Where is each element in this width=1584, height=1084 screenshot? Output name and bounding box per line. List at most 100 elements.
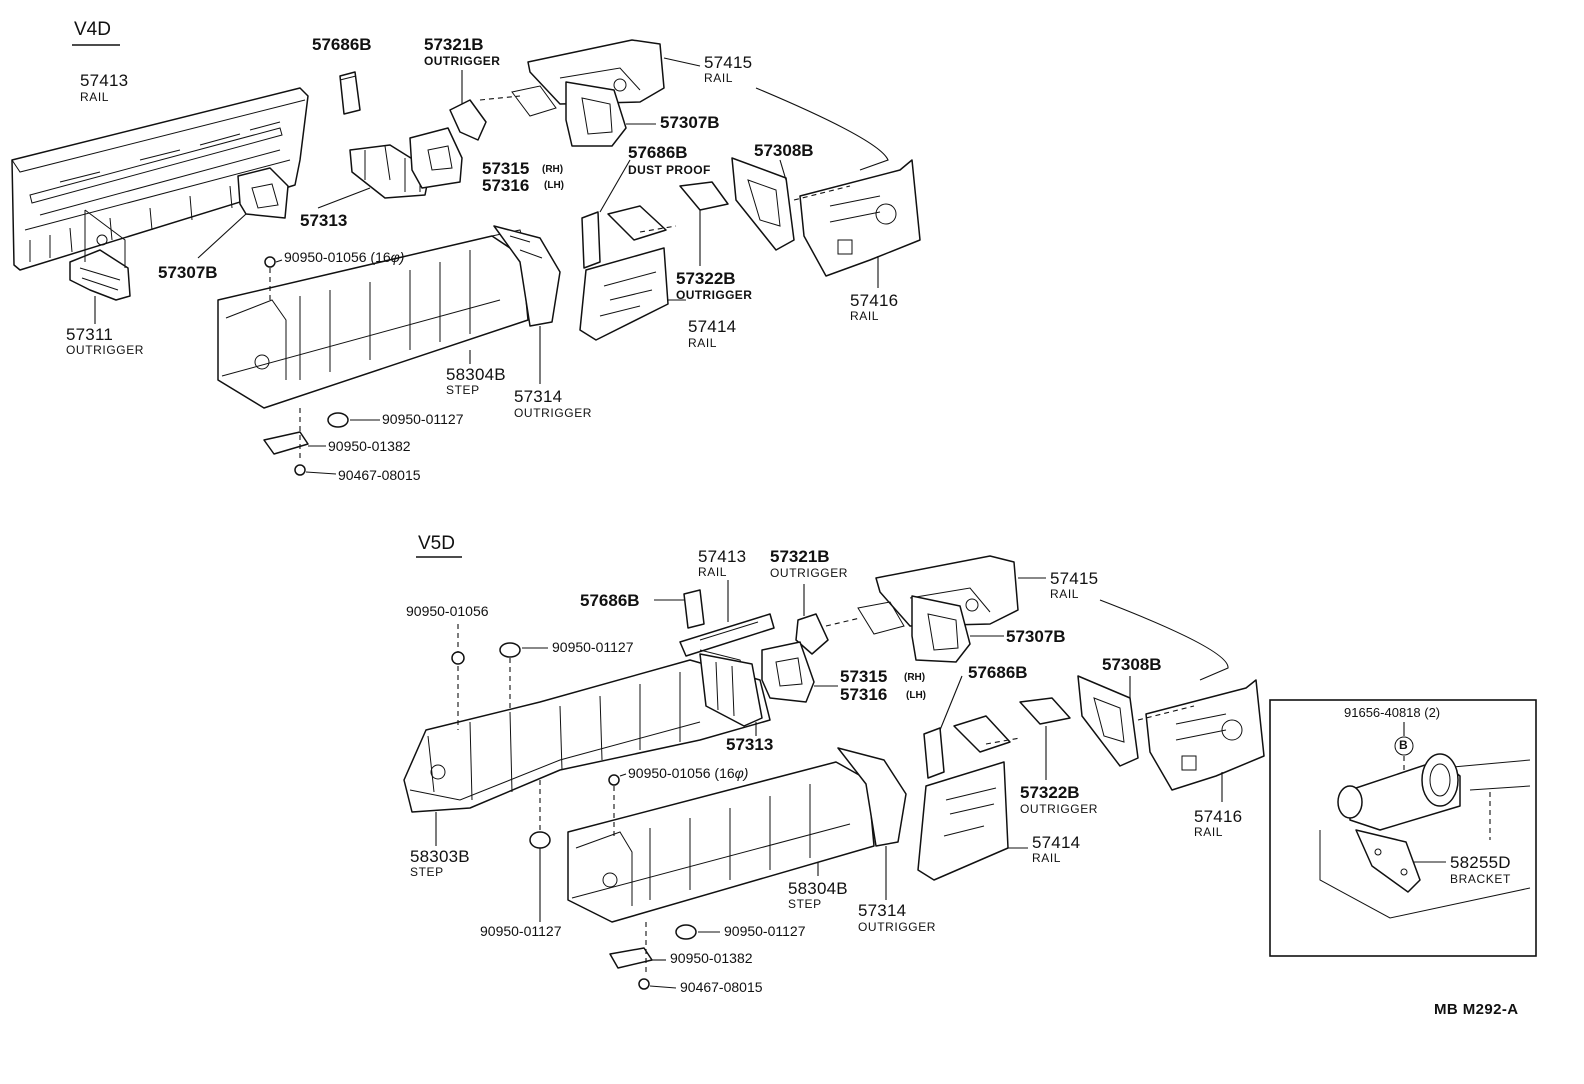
label-57415-v4d: 57415: [704, 53, 753, 72]
label-57315-v4d: 57315: [482, 159, 530, 178]
part-57321b-v5d: [795, 613, 829, 655]
label-58303b-v5d: 58303B: [410, 847, 470, 866]
cover-90950-01382-v4d: [263, 431, 309, 455]
label-90950-01382-v5d: 90950-01382: [670, 950, 753, 966]
label-57321b-v5d: 57321B: [770, 547, 830, 566]
label-58304b-v4d: 58304B: [446, 365, 506, 384]
label-90950-01056-16-v4d: 90950-01056 (16φ): [284, 250, 404, 264]
part-57686b-right-v5d: [923, 727, 945, 779]
bracket-58255d-drawing: [1319, 753, 1531, 919]
plug-90950-01127-right-v5d: [675, 924, 697, 940]
label-57686b-right-v5d: 57686B: [968, 663, 1028, 682]
sublabel-57322b-v5d: OUTRIGGER: [1020, 802, 1099, 816]
label-57686b-left-v5d: 57686B: [580, 591, 640, 610]
label-57322b-v5d: 57322B: [1020, 783, 1080, 802]
label-57313-v4d: 57313: [300, 211, 348, 230]
section-label-v4d: V4D: [74, 19, 111, 40]
label-57311-v4d: 57311: [66, 325, 114, 344]
plug-90950-01056-v4d: [264, 256, 276, 268]
label-90467-08015-v4d: 90467-08015: [338, 467, 421, 483]
label-phi-v4d: φ): [390, 249, 405, 265]
sublabel-57322b-v4d: OUTRIGGER: [676, 288, 753, 302]
section-label-v5d: V5D: [418, 533, 455, 554]
plug-90950-01056-16-v5d: [608, 774, 620, 786]
part-57686b-top-v4d: [339, 71, 361, 115]
label-57413-v5d: 57413: [698, 547, 747, 566]
label-57415-v5d: 57415: [1050, 569, 1099, 588]
label-57308b-v5d: 57308B: [1102, 655, 1162, 674]
label-phi-v5d: φ): [734, 765, 749, 781]
label-57416-v5d: 57416: [1194, 807, 1243, 826]
part-57313-v4d: [349, 144, 431, 199]
label-90950-01056-16-v5d: 90950-01056 (16φ): [628, 766, 748, 780]
sublabel-58304b-v4d: STEP: [446, 383, 480, 397]
plug-90950-01127-top-v5d: [499, 642, 521, 658]
step-58304b-v4d: [217, 229, 529, 409]
label-90467-08015-v5d: 90467-08015: [680, 979, 763, 995]
part-57322b-v5d: [953, 697, 1071, 753]
rail-57415-v4d: [511, 39, 665, 117]
sublabel-57416-v4d: RAIL: [850, 309, 880, 323]
sublabel-58255d: BRACKET: [1450, 872, 1511, 886]
label-90950-01056-v5d: 90950-01056: [406, 603, 489, 619]
outrigger-57314-v4d: [493, 225, 561, 327]
bolt-90467-08015-v5d: [638, 978, 650, 990]
label-57316-v4d: 57316: [482, 176, 530, 195]
sublabel-57416-v5d: RAIL: [1194, 825, 1224, 839]
side-rh-v5d: (RH): [904, 672, 926, 683]
step-58303b-v5d: [403, 649, 771, 813]
part-57686b-dust-v4d: [581, 211, 601, 269]
callout-b-letter: B: [1399, 738, 1408, 752]
label-57686b-dust-v4d: 57686B: [628, 143, 688, 162]
rail-57413-v4d: [11, 87, 309, 271]
plug-90950-01127-v4d: [327, 412, 349, 428]
part-57321b-v4d: [449, 99, 487, 141]
label-90950-01056-16-v5d-text: 90950-01056 (16: [628, 765, 735, 781]
label-57316-v5d: 57316: [840, 685, 888, 704]
sublabel-57314-v5d: OUTRIGGER: [858, 920, 937, 934]
sublabel-57321b-v4d: OUTRIGGER: [424, 54, 501, 68]
label-57416-v4d: 57416: [850, 291, 899, 310]
label-90950-01056-16-v4d-text: 90950-01056 (16: [284, 249, 391, 265]
label-90950-01127-right-v5d: 90950-01127: [724, 923, 806, 939]
sublabel-57321b-v5d: OUTRIGGER: [770, 566, 849, 580]
label-90950-01127-top-v5d: 90950-01127: [552, 639, 634, 655]
plug-90950-01127-left-v5d: [529, 831, 551, 849]
sublabel-58304b-v5d: STEP: [788, 897, 822, 911]
outrigger-57311-v4d: [69, 209, 131, 301]
part-57307b-v5d: [911, 595, 971, 663]
part-57315-57316-v4d: [409, 127, 463, 189]
label-57314-v4d: 57314: [514, 387, 563, 406]
label-57313-v5d: 57313: [726, 735, 774, 754]
label-57307b-v5d: 57307B: [1006, 627, 1066, 646]
label-57307b-right-v4d: 57307B: [660, 113, 720, 132]
label-90950-01127-v4d: 90950-01127: [382, 411, 464, 427]
part-57313-v5d: [699, 653, 763, 727]
sublabel-57314-v4d: OUTRIGGER: [514, 406, 593, 420]
part-57686b-left-v5d: [683, 589, 705, 629]
label-57414-v4d: 57414: [688, 317, 737, 336]
sublabel-58303b-v5d: STEP: [410, 865, 444, 879]
label-57307b-left-v4d: 57307B: [158, 263, 218, 282]
bolt-90467-08015-v4d: [294, 464, 306, 476]
sublabel-57415-v4d: RAIL: [704, 71, 734, 85]
plug-90950-01056-v5d: [451, 651, 465, 665]
label-57321b-v4d: 57321B: [424, 35, 484, 54]
part-57322b-v4d: [607, 181, 729, 241]
sublabel-57415-v5d: RAIL: [1050, 587, 1080, 601]
rail-57416-v5d: [1145, 679, 1265, 791]
rail-57413-v5d: [679, 613, 775, 657]
callout-b-circle: [1394, 736, 1414, 756]
label-58255d: 58255D: [1450, 853, 1511, 872]
step-58304b-v5d: [567, 761, 875, 923]
label-57414-v5d: 57414: [1032, 833, 1081, 852]
label-57315-v5d: 57315: [840, 667, 888, 686]
rail-57414-v5d: [917, 761, 1009, 881]
label-57413-v4d: 57413: [80, 71, 129, 90]
label-57322b-v4d: 57322B: [676, 269, 736, 288]
detail-inset-frame: [1269, 699, 1537, 957]
part-57307b-right-v4d: [565, 81, 627, 147]
part-57307b-left-v4d: [237, 167, 289, 219]
diagram-code: MB M292-A: [1434, 1001, 1519, 1018]
